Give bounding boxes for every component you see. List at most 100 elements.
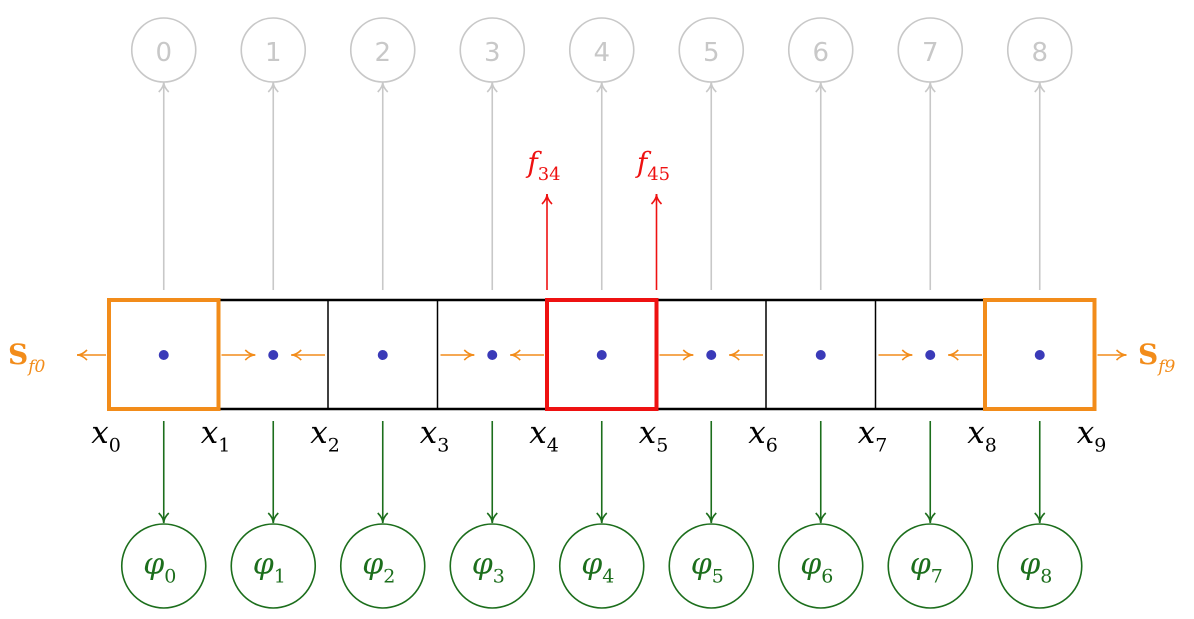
cell-center-point [268,350,279,360]
cell-center-point [596,350,607,360]
cell-average-node [668,523,755,609]
cell-average-label-base: φ [800,547,821,582]
node-label-subscript: 5 [656,435,668,457]
node-label: x2 [310,415,340,457]
boundary-label-left-base: S [8,338,28,371]
interface-flux-label: f34 [525,146,560,185]
cell-center-point [487,350,498,360]
index-label: 0 [155,38,172,68]
index-node [568,17,635,83]
cell-average-label-subscript: 0 [164,565,176,587]
cell-average-label: φ0 [143,547,176,587]
cell-average-label: φ7 [910,547,943,587]
boundary-label-left: Sf0 [8,338,46,377]
cell-center-point [925,350,936,360]
node-label: x3 [420,415,450,457]
node-label-subscript: 2 [328,435,340,457]
node-label-subscript: 1 [218,435,230,457]
cell-average-label: φ4 [581,547,614,587]
cell-center-point [815,350,826,360]
cell-average-label-base: φ [910,547,931,582]
node-label: x0 [91,415,121,457]
cell-average-node [120,523,207,609]
index-node [1006,17,1073,83]
node-label-subscript: 7 [875,435,887,457]
boundary-label-right-subscript: f9 [1156,357,1175,377]
index-node [459,17,526,83]
boundary-label-left-subscript: f0 [26,357,45,377]
cell-average-label: φ3 [472,547,505,587]
node-label-base: x [639,415,657,451]
index-label: 2 [374,38,391,68]
cell-average-label-base: φ [472,547,493,582]
cell-average-label-subscript: 5 [712,565,724,587]
node-label-base: x [858,415,876,451]
cell-average-label-base: φ [1019,547,1040,582]
node-label-base: x [310,415,328,451]
boundary-label-right: Sf9 [1138,338,1176,377]
cell-average-label-subscript: 8 [1040,565,1052,587]
node-label-subscript: 6 [766,435,778,457]
node-label: x1 [201,415,231,457]
index-label: 3 [484,38,501,68]
node-label-subscript: 0 [109,435,121,457]
node-label-base: x [91,415,109,451]
cell-average-node [230,523,317,609]
node-label: x8 [967,415,997,457]
cell-average-node [449,523,536,609]
cell-average-label-base: φ [581,547,602,582]
cell-average-label-base: φ [253,547,274,582]
index-node [130,17,197,83]
node-label-subscript: 8 [985,435,997,457]
cell-average-node [777,523,864,609]
cell-average-node [996,523,1083,609]
cell-average-node [887,523,974,609]
cell-center-point [158,350,169,360]
node-label-base: x [967,415,985,451]
cell-center-point [377,350,388,360]
cell-average-node [339,523,426,609]
cell-average-label-subscript: 1 [274,565,286,587]
index-node [897,17,964,83]
index-node [240,17,307,83]
node-label-subscript: 9 [1094,435,1106,457]
node-label: x5 [639,415,669,457]
index-label: 4 [593,38,610,68]
index-node [678,17,745,83]
node-label: x4 [529,415,559,457]
highlighted-cell-outline [545,298,659,411]
interface-flux-label-subscript: 34 [538,164,561,185]
cell-average-label-base: φ [143,547,164,582]
index-node [787,17,854,83]
cell-average-label-subscript: 3 [493,565,505,587]
node-label-base: x [748,415,766,451]
cell-average-label-subscript: 4 [602,565,614,587]
cell-average-label: φ5 [691,547,724,587]
node-label: x6 [748,415,778,457]
cell-grid [109,298,1095,411]
cell-average-label: φ6 [800,547,833,587]
cell-average-label-base: φ [691,547,712,582]
node-label-base: x [529,415,547,451]
interface-flux-label-subscript: 45 [647,164,670,185]
cell-average-label-base: φ [362,547,383,582]
cell-average-label: φ2 [362,547,395,587]
cell-average-label-subscript: 2 [383,565,395,587]
index-label: 6 [812,38,829,68]
node-label-subscript: 4 [547,435,559,457]
node-label: x7 [858,415,888,457]
cell-average-label: φ1 [253,547,286,587]
boundary-cell-outline [983,298,1097,411]
interface-flux-label: f45 [635,146,670,185]
index-label: 7 [922,38,939,68]
node-label-base: x [420,415,438,451]
node-label-base: x [1077,415,1095,451]
cell-average-label: φ8 [1019,547,1052,587]
cell-center-point [706,350,717,360]
node-label-subscript: 3 [437,435,449,457]
boundary-label-right-base: S [1138,338,1158,371]
